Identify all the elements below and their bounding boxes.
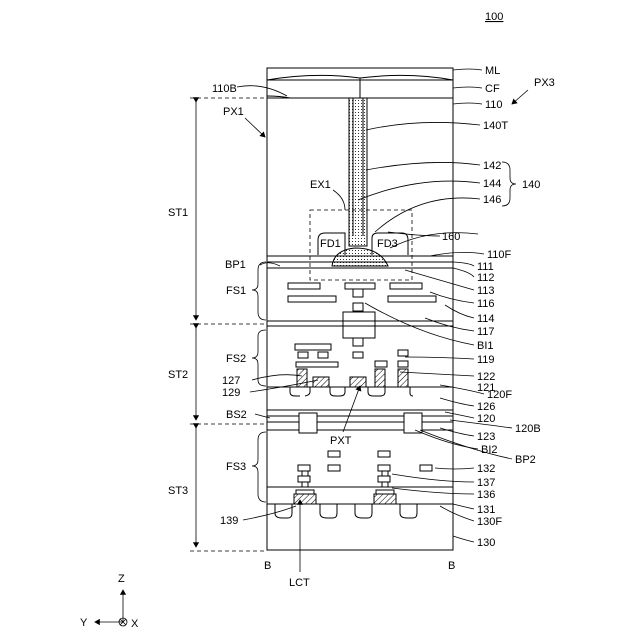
label-130f: 130F	[477, 516, 502, 528]
label-119: 119	[477, 354, 495, 366]
label-144: 144	[483, 178, 501, 190]
label-112: 112	[477, 272, 495, 284]
label-bp2: BP2	[515, 454, 536, 466]
label-st3: ST3	[168, 485, 188, 497]
label-cf: CF	[485, 83, 500, 95]
label-120b: 120B	[515, 423, 541, 435]
label-127: 127	[222, 375, 240, 387]
label-113: 113	[477, 285, 495, 297]
label-fs3: FS3	[226, 461, 246, 473]
label-110f: 110F	[487, 249, 512, 261]
label-px3: PX3	[534, 77, 555, 89]
label-120f: 120F	[487, 389, 512, 401]
label-140t: 140T	[483, 120, 508, 132]
label-fd3: FD3	[377, 238, 398, 250]
device-outline	[267, 68, 453, 550]
label-bp1: BP1	[225, 259, 246, 271]
label-160: 160	[442, 231, 460, 243]
label-lct: LCT	[289, 577, 310, 589]
axis-z-label: Z	[118, 573, 125, 585]
label-st1: ST1	[168, 207, 188, 219]
label-fs2: FS2	[226, 353, 246, 365]
label-130: 130	[477, 537, 495, 549]
label-146: 146	[483, 194, 501, 206]
label-110b: 110B	[212, 83, 237, 95]
label-fd1: FD1	[320, 238, 341, 250]
label-ml: ML	[485, 65, 500, 77]
label-fs1: FS1	[226, 285, 246, 297]
label-116: 116	[477, 298, 495, 310]
axes-indicator: Z Y X	[80, 573, 139, 630]
label-123: 123	[477, 431, 495, 443]
label-139: 139	[220, 515, 238, 527]
label-ex1: EX1	[310, 179, 331, 191]
axis-x-label: X	[131, 618, 139, 630]
figure-number: 100	[485, 11, 503, 23]
label-140: 140	[522, 179, 540, 191]
label-129: 129	[222, 387, 240, 399]
label-131: 131	[477, 504, 495, 516]
label-b-left: B	[264, 560, 271, 572]
label-bs2: BS2	[226, 409, 247, 421]
label-st2: ST2	[168, 369, 188, 381]
label-142: 142	[483, 160, 501, 172]
label-117: 117	[477, 326, 495, 338]
label-b-right: B	[448, 560, 455, 572]
label-110: 110	[485, 99, 503, 111]
label-pxt: PXT	[330, 435, 352, 447]
label-bi2: BI2	[481, 444, 498, 456]
label-bi1: BI1	[477, 340, 494, 352]
label-120: 120	[477, 413, 495, 425]
label-px1: PX1	[223, 106, 244, 118]
axis-y-label: Y	[80, 617, 88, 629]
label-114: 114	[477, 313, 495, 325]
label-137: 137	[477, 477, 495, 489]
label-126: 126	[477, 401, 495, 413]
label-132: 132	[477, 463, 495, 475]
label-136: 136	[477, 489, 495, 501]
